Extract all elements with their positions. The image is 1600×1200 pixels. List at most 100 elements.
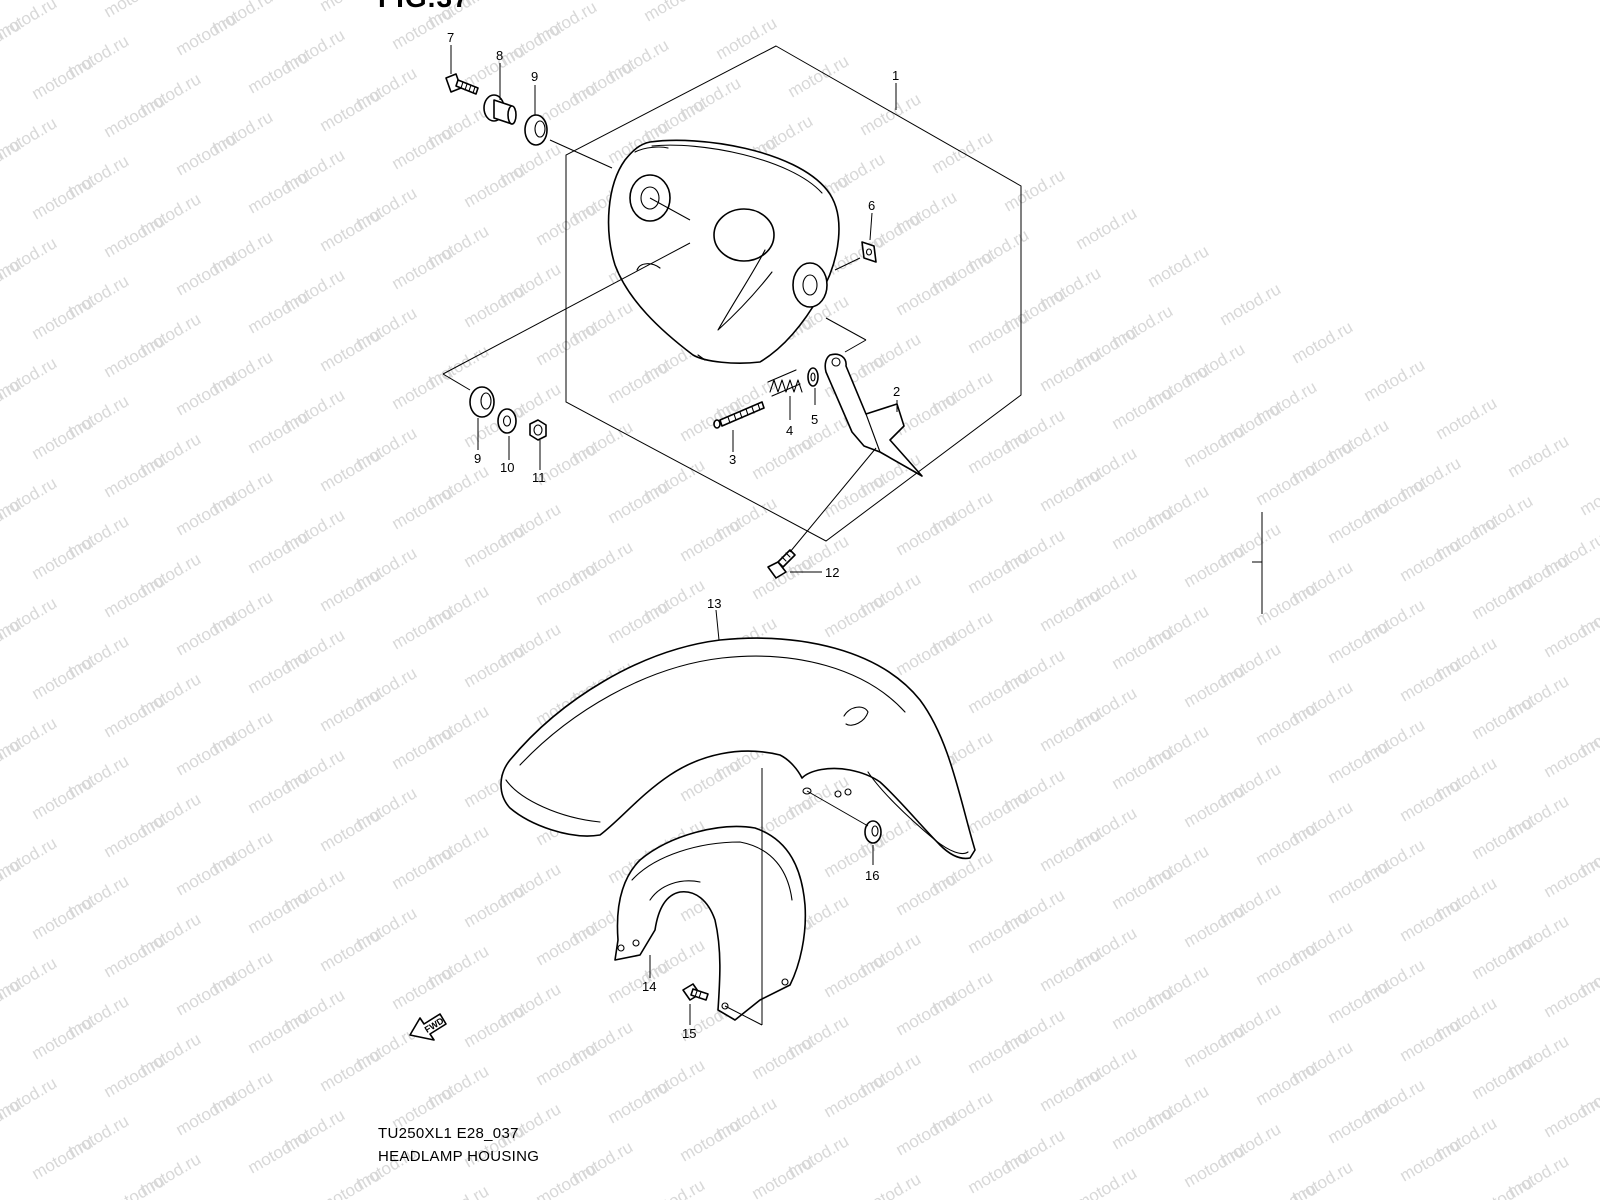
watermark-text: motod.ru	[605, 597, 673, 647]
watermark-text: motod.ru	[1541, 731, 1600, 781]
watermark-text: motod.ru	[1469, 573, 1537, 623]
watermark-text: motod.ru	[1109, 863, 1177, 913]
watermark-text: motod.ru	[1325, 737, 1393, 787]
watermark-text: motod.ru	[965, 307, 1033, 357]
watermark-text: motod.ru	[245, 767, 313, 817]
watermark-text: motod.ru	[965, 1027, 1033, 1077]
watermark-text: motod.ru	[1325, 617, 1393, 667]
watermark-text: motod.ru	[1037, 585, 1105, 635]
watermark-text: motod.ru	[389, 123, 457, 173]
callout-1: 1	[892, 68, 899, 83]
watermark-text: motod.ru	[461, 281, 529, 331]
watermark-text: motod.ru	[965, 547, 1033, 597]
adjusting-screw	[713, 401, 765, 429]
callout-4: 4	[786, 423, 793, 438]
watermark-text: motod.ru	[317, 1165, 385, 1200]
callout-9-upper: 9	[531, 69, 538, 84]
watermark-text: motod.ru	[1109, 503, 1177, 553]
watermark-text: motod.ru	[1253, 459, 1321, 509]
watermark-text: motod.ru	[101, 451, 169, 501]
watermark-text: motod.ru	[173, 249, 241, 299]
watermark-text: motod.ru	[965, 1147, 1033, 1197]
watermark-text: motod.ru	[245, 527, 313, 577]
watermark-text: motod.ru	[317, 445, 385, 495]
watermark-text: motod.ru	[821, 471, 889, 521]
watermark-text: motod.ru	[245, 647, 313, 697]
watermark-text: motod.ru	[1505, 431, 1573, 481]
watermark-text: motod.ru	[713, 13, 781, 63]
watermark-text: motod.ru	[389, 723, 457, 773]
watermark-text: motod.ru	[101, 931, 169, 981]
watermark-text: motod.ru	[1397, 535, 1465, 585]
watermark-text: motod.ru	[1541, 851, 1600, 901]
watermark-text: motod.ru	[245, 167, 313, 217]
watermark-text: motod.ru	[1109, 623, 1177, 673]
watermark-text: motod.ru	[1397, 775, 1465, 825]
watermark-text: motod.ru	[173, 9, 241, 59]
watermark-text: motod.ru	[965, 667, 1033, 717]
watermark-text: motod.ru	[389, 243, 457, 293]
leader-lines	[442, 45, 1263, 1026]
watermark-text: motod.ru	[1469, 933, 1537, 983]
bolt-15	[682, 983, 709, 1001]
watermark-text: motod.ru	[1253, 699, 1321, 749]
watermark-text: motod.ru	[893, 869, 961, 919]
watermark-text: motod.ru	[317, 685, 385, 735]
watermark-text: motod.ru	[1541, 611, 1600, 661]
nut-11	[529, 419, 547, 441]
watermark-text: motod.ru	[1253, 1179, 1321, 1200]
inner-mudguard	[614, 825, 807, 1021]
watermark-text: motod.ru	[1397, 1135, 1465, 1185]
figure-title: FIG.37	[378, 0, 470, 14]
watermark-text: motod.ru	[1469, 1053, 1537, 1103]
watermark-text: motod.ru	[1181, 901, 1249, 951]
watermark-text: motod.ru	[389, 363, 457, 413]
watermark-text: motod.ru	[857, 89, 925, 139]
watermark-text: motod.ru	[29, 653, 97, 703]
watermark-text: motod.ru	[245, 1127, 313, 1177]
watermark-text: motod.ru	[641, 0, 709, 25]
callout-14: 14	[642, 979, 656, 994]
watermark-text: motod.ru	[1541, 971, 1600, 1021]
watermark-text: motod.ru	[245, 287, 313, 337]
watermark-text: motod.ru	[317, 925, 385, 975]
watermark-text: motod.ru	[1181, 541, 1249, 591]
watermark-text: motod.ru	[461, 1001, 529, 1051]
watermark-text: motod.ru	[785, 51, 853, 101]
watermark-text: motod.ru	[893, 269, 961, 319]
watermark-text: motod.ru	[965, 427, 1033, 477]
watermark-text: motod.ru	[461, 41, 529, 91]
watermark-text: motod.ru	[101, 91, 169, 141]
watermark-text: motod.ru	[1289, 317, 1357, 367]
bolt-12	[767, 549, 796, 579]
watermark-text: motod.ru	[1397, 895, 1465, 945]
watermark-text: motod.ru	[101, 331, 169, 381]
washer-10	[497, 408, 517, 434]
watermark-text: motod.ru	[857, 1169, 925, 1200]
watermark-text: motod.ru	[749, 433, 817, 483]
watermark-text: motod.ru	[29, 773, 97, 823]
watermark-text: motod.ru	[461, 161, 529, 211]
watermark-text: motod.ru	[1253, 819, 1321, 869]
spring	[767, 369, 803, 397]
callout-11: 11	[532, 470, 546, 485]
watermark-text: motod.ru	[101, 1051, 169, 1101]
watermark-text: motod.ru	[317, 805, 385, 855]
watermark-text: motod.ru	[1037, 825, 1105, 875]
watermark-text: motod.ru	[1073, 1163, 1141, 1200]
watermark-text: motod.ru	[1181, 781, 1249, 831]
watermark-text: motod.ru	[389, 843, 457, 893]
watermark-text: motod.ru	[461, 641, 529, 691]
callout-labels: 1 2 3 4 5 6 7 8 9 9 10 11 12 13 14 15 16	[447, 30, 900, 1041]
callout-12: 12	[825, 565, 839, 580]
watermark-text: motod.ru	[29, 53, 97, 103]
watermark-text: motod.ru	[893, 989, 961, 1039]
watermark-text: motod.ru	[173, 129, 241, 179]
callout-10: 10	[500, 460, 514, 475]
watermark-text: motod.ru	[1325, 1097, 1393, 1147]
watermark-text: motod.ru	[461, 881, 529, 931]
watermark-text: motod.ru	[965, 907, 1033, 957]
watermark-text: motod.ru	[965, 787, 1033, 837]
watermark-text: motod.ru	[1073, 203, 1141, 253]
